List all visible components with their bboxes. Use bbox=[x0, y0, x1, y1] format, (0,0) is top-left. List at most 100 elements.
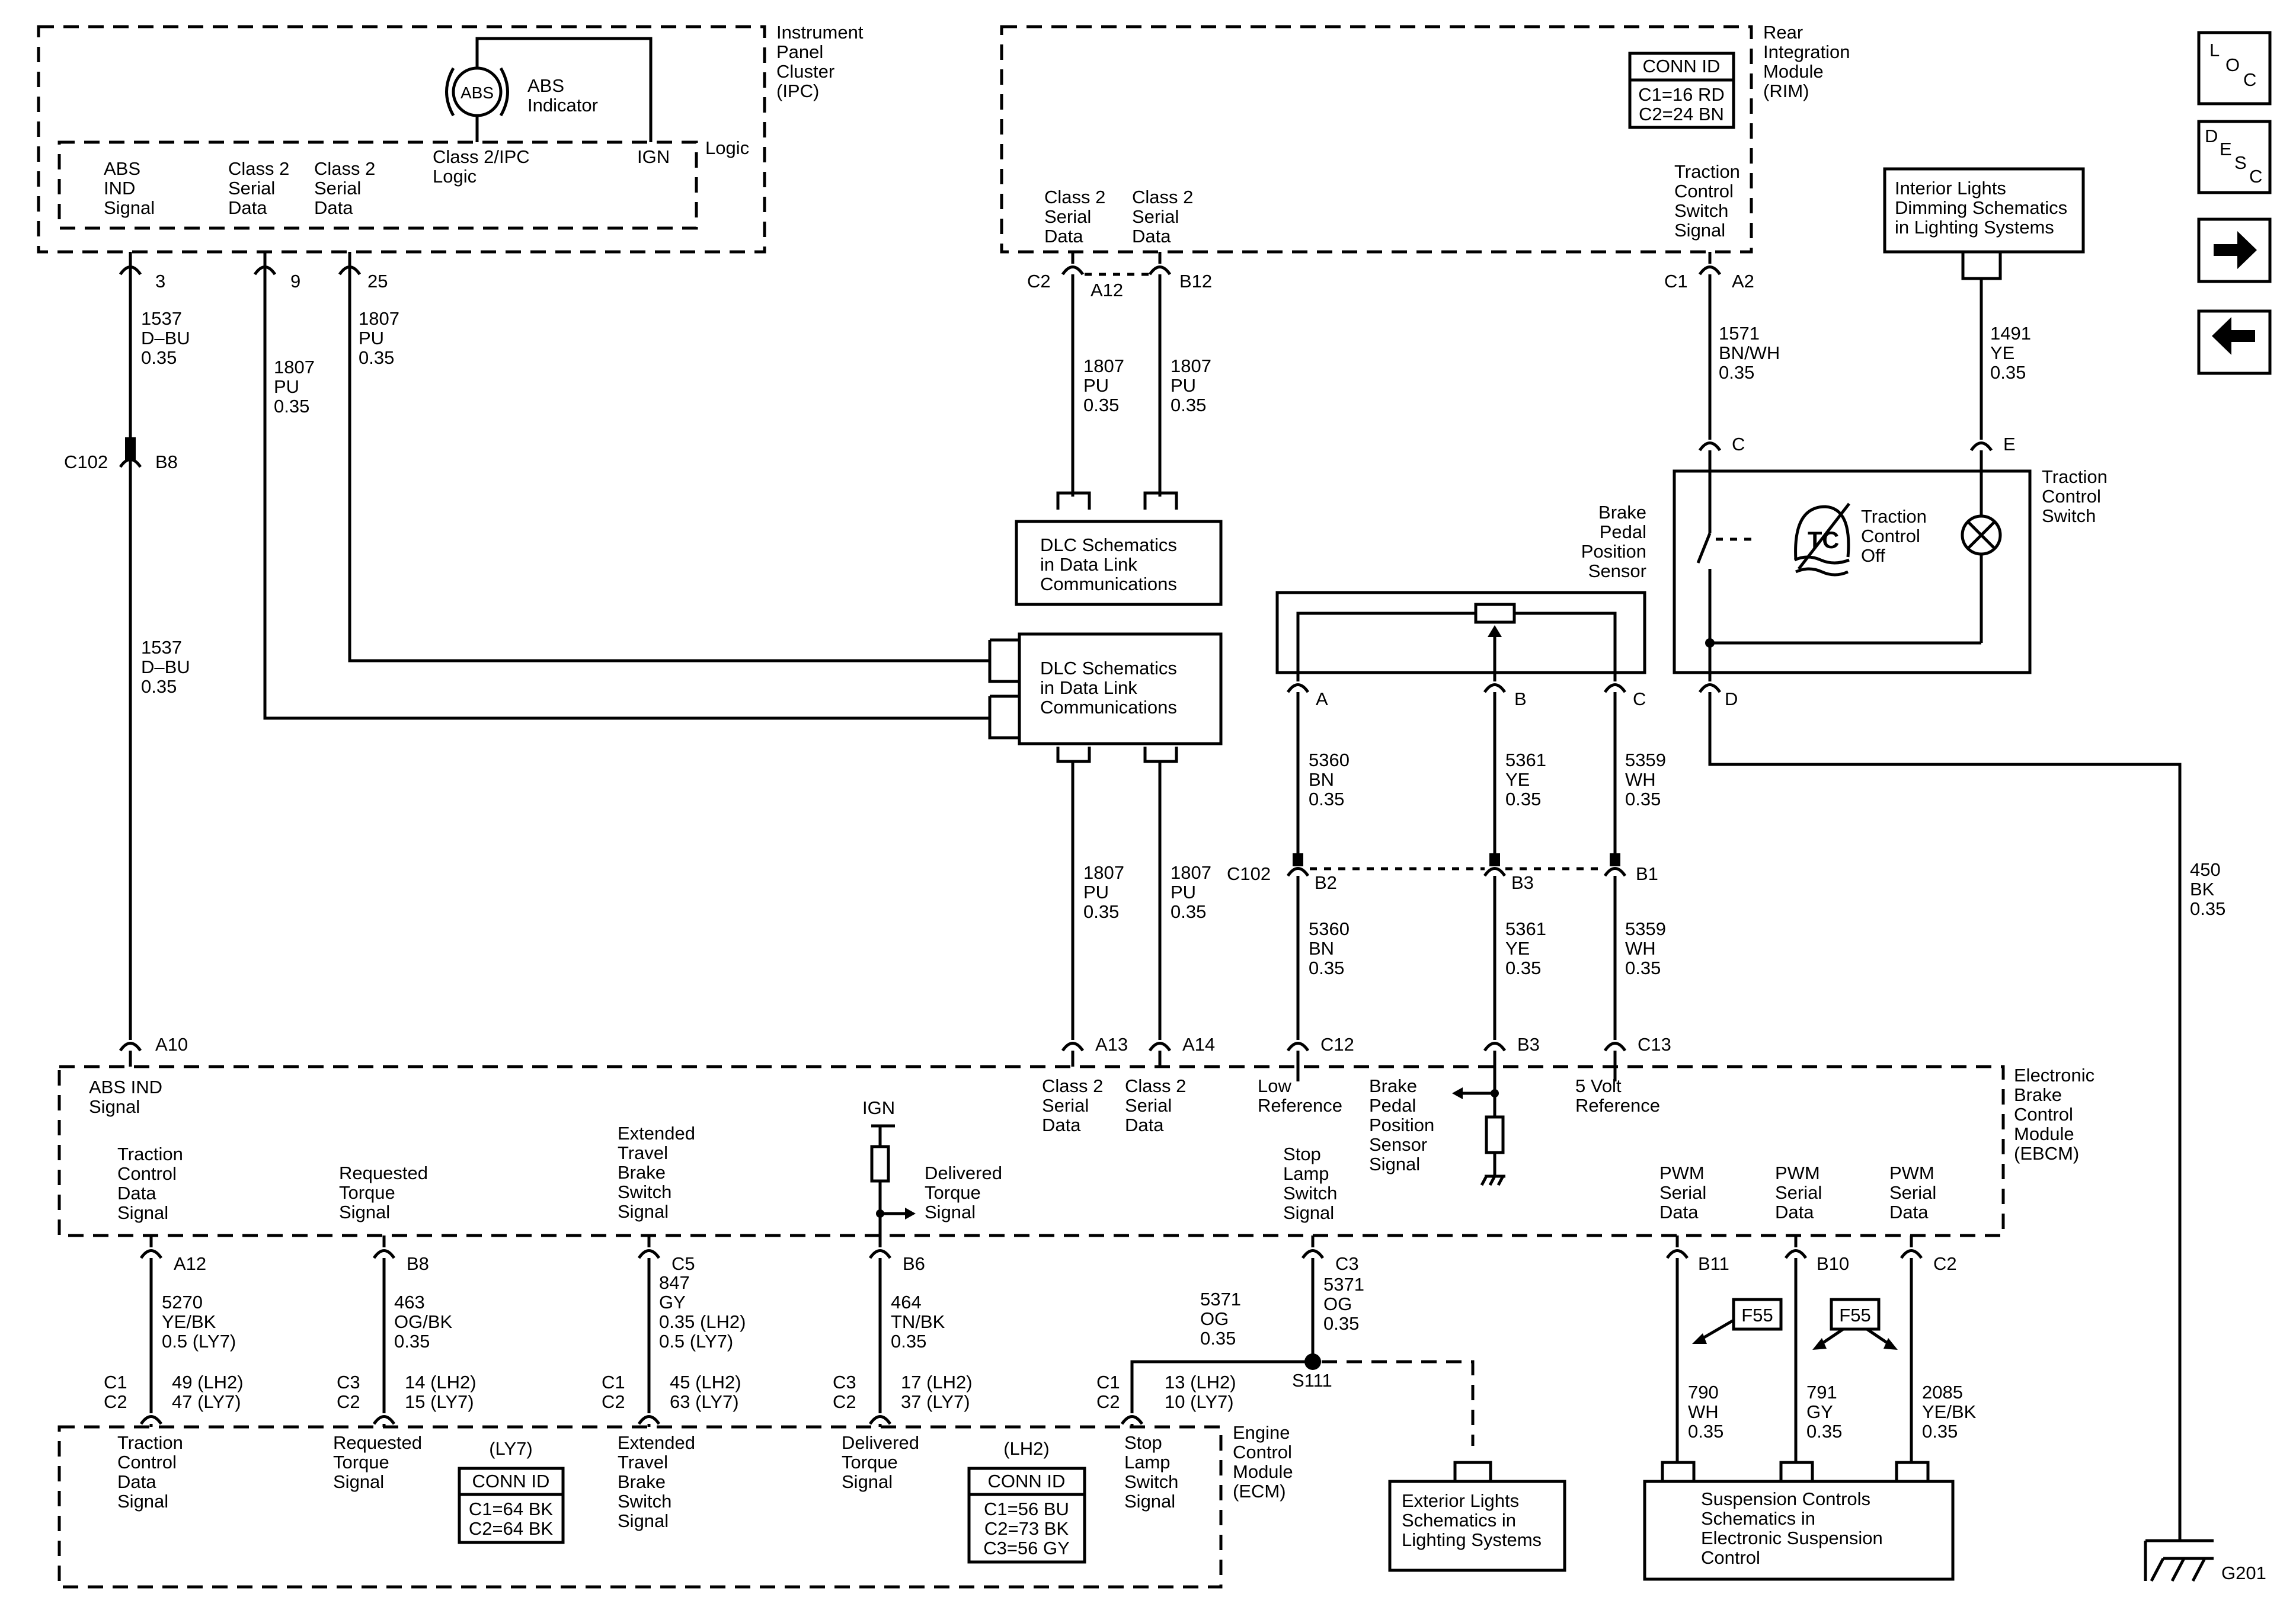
diagram-label: C2 bbox=[833, 1391, 856, 1412]
diagram-label: Sensor bbox=[1588, 561, 1646, 581]
diagram-label: A2 bbox=[1732, 271, 1754, 292]
diagram-label: B10 bbox=[1817, 1253, 1849, 1274]
diagram-label: 2085 bbox=[1922, 1382, 1963, 1403]
diagram-label: Switch bbox=[1283, 1183, 1337, 1204]
diagram-label: Control bbox=[1674, 181, 1734, 201]
diagram-label: A13 bbox=[1095, 1034, 1128, 1055]
arrow-right-icon bbox=[2214, 231, 2257, 269]
diagram-label: Module bbox=[1233, 1461, 1293, 1482]
diagram-label: Data bbox=[117, 1183, 156, 1204]
diagram-label: 0.35 bbox=[274, 396, 309, 417]
diagram-label: Data bbox=[1044, 226, 1083, 247]
diagram-label: Control bbox=[1701, 1547, 1760, 1568]
diagram-label: Traction bbox=[117, 1144, 183, 1164]
diagram-label: C2 bbox=[1933, 1253, 1957, 1274]
diagram-label: Class 2 bbox=[1044, 187, 1105, 207]
diagram-label: Signal bbox=[618, 1201, 669, 1222]
rim-conn-id-table: CONN ID C1=16 RD C2=24 BN bbox=[1628, 52, 1735, 129]
diagram-label: Class 2 bbox=[1125, 1076, 1186, 1096]
diagram-label: 1807 bbox=[359, 308, 399, 329]
diagram-label: Lamp bbox=[1283, 1163, 1329, 1184]
diagram-label: Electronic Suspension bbox=[1701, 1528, 1883, 1548]
diagram-label: in Data Link bbox=[1040, 554, 1137, 575]
diagram-label: PU bbox=[1083, 882, 1109, 902]
diagram-label: 0.35 bbox=[1625, 789, 1661, 809]
diagram-label: Data bbox=[1889, 1202, 1929, 1222]
diagram-label: C1=16 RD bbox=[1638, 84, 1725, 105]
diagram-label: 14 (LH2) bbox=[405, 1372, 477, 1393]
diagram-label: Data bbox=[1659, 1202, 1699, 1222]
next-page-button[interactable] bbox=[2197, 217, 2272, 283]
diagram-label: C2=64 BK bbox=[469, 1518, 554, 1539]
diagram-label: Serial bbox=[1044, 206, 1091, 227]
previous-page-button[interactable] bbox=[2197, 309, 2272, 375]
diagram-label: YE/BK bbox=[162, 1311, 216, 1332]
diagram-label: D–BU bbox=[141, 657, 190, 677]
diagram-label: Signal bbox=[339, 1202, 390, 1222]
diagram-label: Pedal bbox=[1369, 1095, 1416, 1116]
diagram-label: 13 (LH2)10 (LY7) bbox=[1165, 1372, 1236, 1412]
loc-button[interactable]: L O C bbox=[2197, 31, 2272, 105]
diagram-label: B8 bbox=[407, 1253, 429, 1274]
diagram-label: Cluster bbox=[776, 61, 834, 82]
diagram-label: Logic bbox=[433, 166, 477, 187]
diagram-label: L bbox=[2209, 40, 2220, 60]
diagram-label: ABS bbox=[527, 75, 564, 96]
diagram-label: C2 bbox=[337, 1391, 360, 1412]
diagram-label: 3 bbox=[155, 271, 165, 292]
diagram-label: 0.35 bbox=[1990, 362, 2026, 383]
diagram-label: Stop bbox=[1124, 1432, 1162, 1453]
diagram-label: 5270 bbox=[162, 1292, 203, 1313]
diagram-label: PWM bbox=[1775, 1163, 1820, 1183]
diagram-label: 5371 bbox=[1200, 1289, 1241, 1310]
diagram-label: (IPC) bbox=[776, 81, 819, 101]
diagram-label: C3 bbox=[337, 1372, 360, 1393]
ecm-lh2-conn-table: (LH2) CONN ID C1=56 BU C2=73 BK C3=56 GY bbox=[967, 1438, 1086, 1564]
diagram-label: C12 bbox=[1320, 1034, 1354, 1055]
diagram-label: C1 bbox=[1096, 1372, 1120, 1393]
diagram-label: Signal bbox=[117, 1491, 168, 1512]
diagram-label: 49 (LH2) bbox=[172, 1372, 244, 1393]
diagram-label: 45 (LH2) bbox=[670, 1372, 741, 1393]
diagram-label: Serial bbox=[1132, 206, 1179, 227]
diagram-label: 1807 bbox=[1083, 862, 1124, 883]
diagram-label: Reference bbox=[1258, 1095, 1342, 1116]
diagram-label: Dimming Schematics bbox=[1895, 197, 2067, 218]
diagram-label: F55 bbox=[1741, 1305, 1773, 1326]
diagram-label: Class 2 bbox=[1042, 1076, 1103, 1096]
traction-control-off-icon: TC bbox=[1793, 502, 1850, 577]
chassis-ground-icon bbox=[1480, 1174, 1505, 1186]
desc-button[interactable]: D E S C bbox=[2197, 120, 2272, 194]
diagram-label: A10 bbox=[155, 1034, 188, 1055]
diagram-label: CONN ID bbox=[472, 1471, 550, 1491]
diagram-label: CONN ID bbox=[988, 1471, 1066, 1491]
diagram-label: C2=73 BK bbox=[984, 1518, 1069, 1539]
diagram-label: Rear bbox=[1763, 22, 1803, 43]
